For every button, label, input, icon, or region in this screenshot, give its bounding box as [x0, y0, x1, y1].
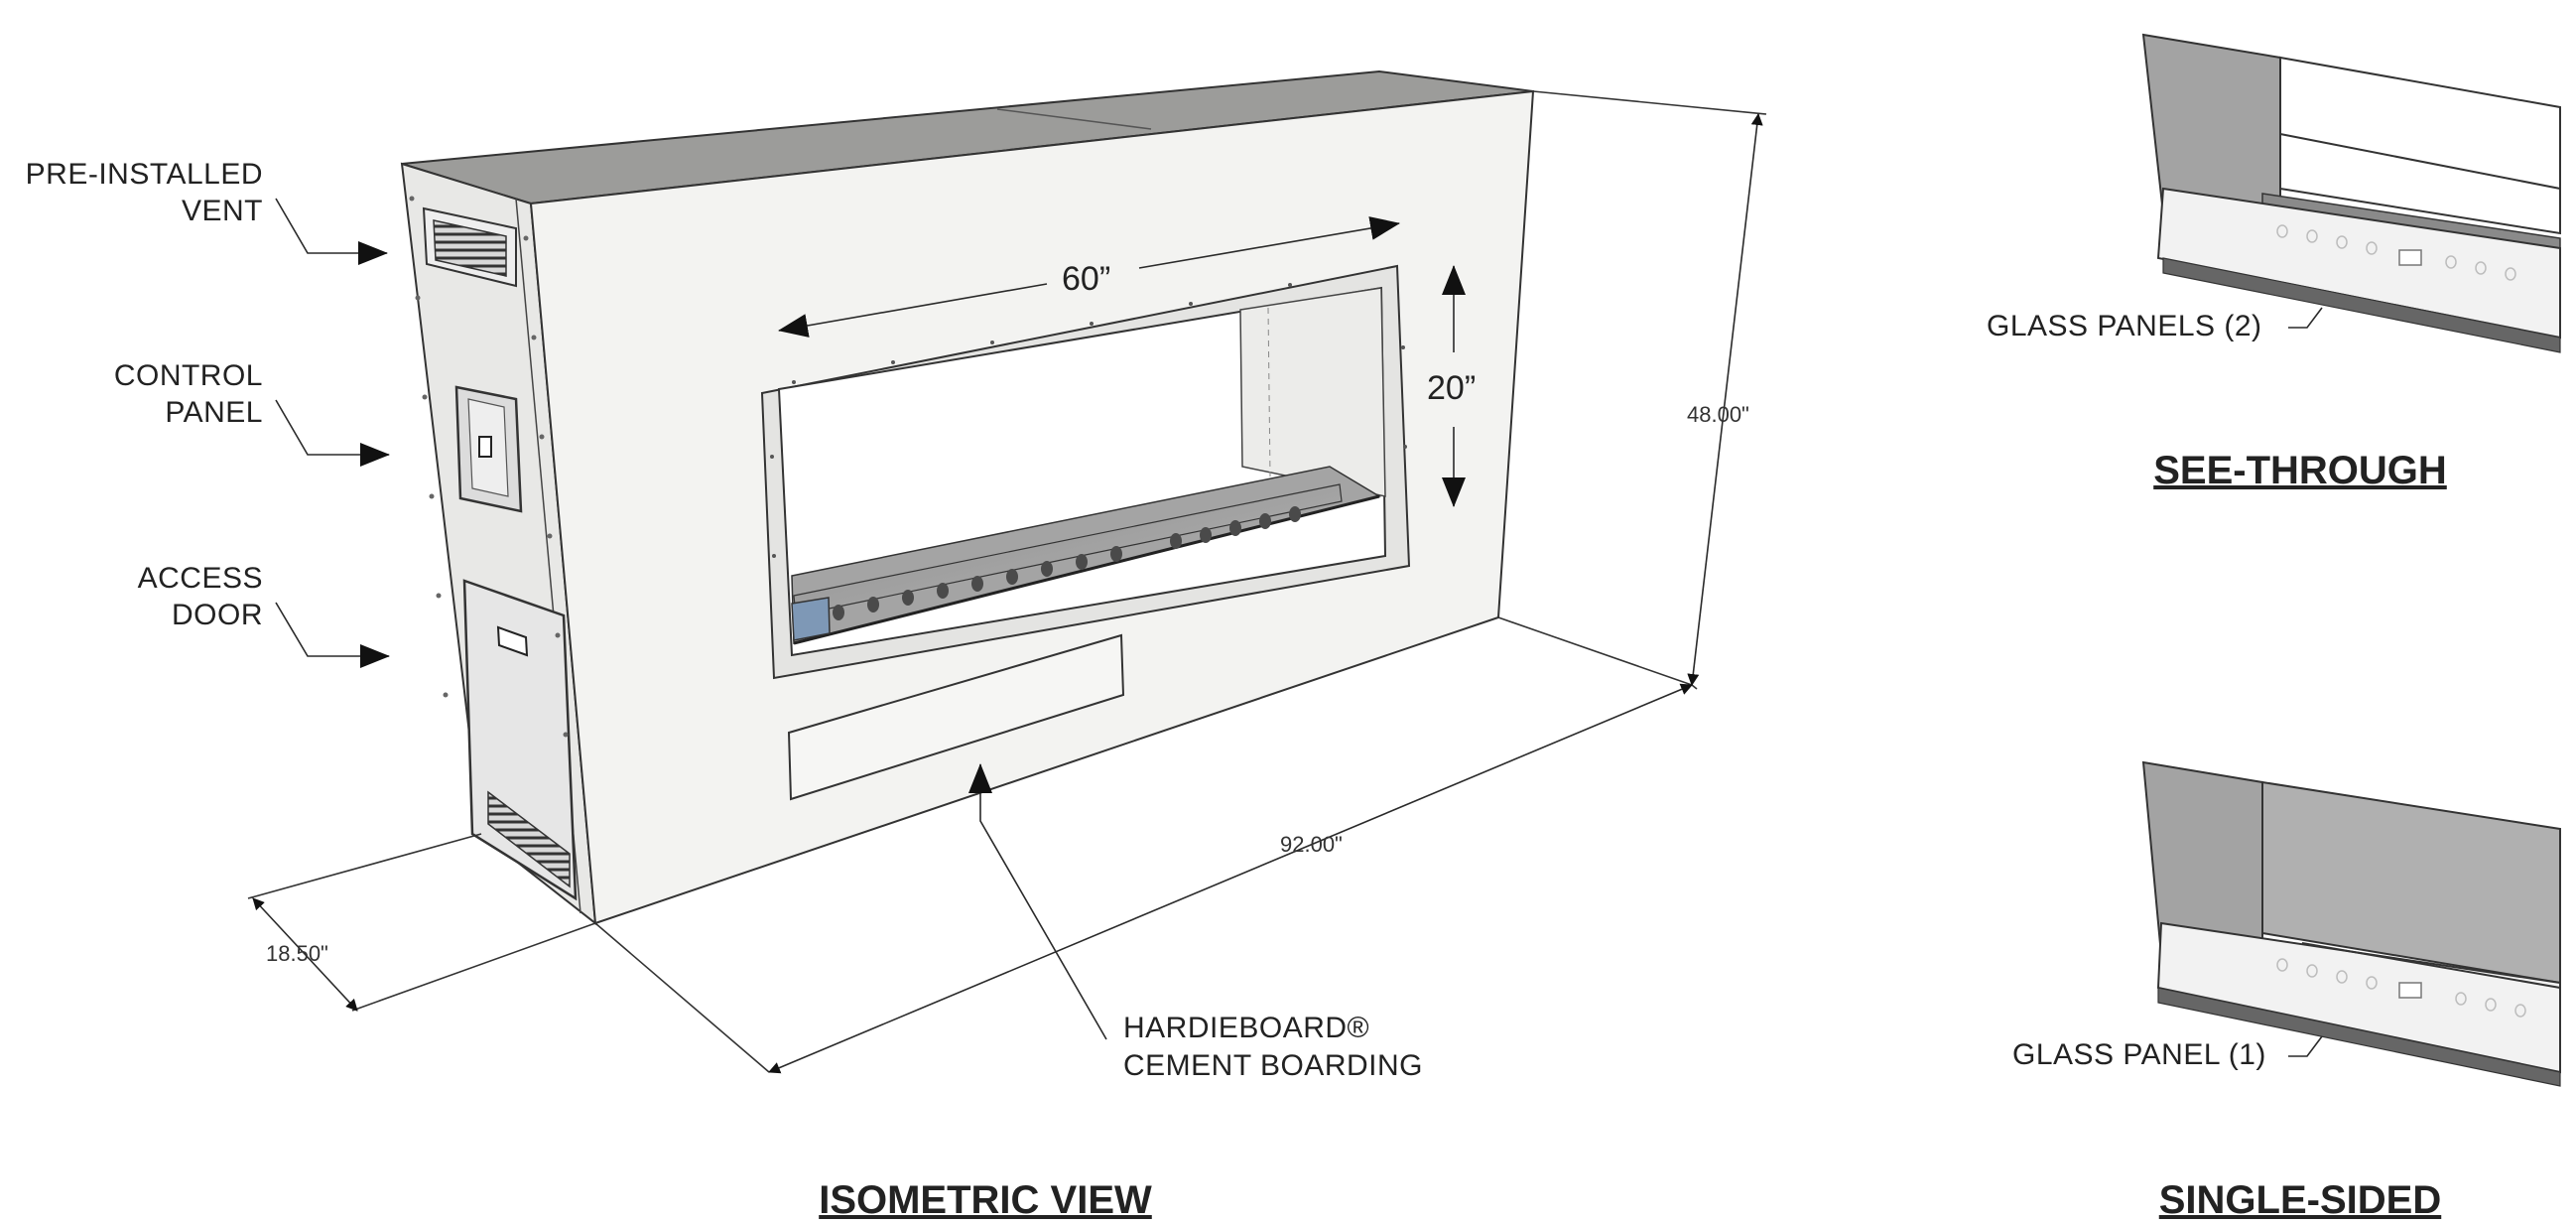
title-single-sided: SINGLE-SIDED [2159, 1178, 2441, 1222]
callout-access: ACCESS DOOR [138, 562, 390, 668]
callout-control-line2: PANEL [165, 396, 263, 429]
burner-ports [833, 506, 1301, 620]
vent-grille [422, 206, 517, 288]
see-through-view: GLASS PANELS (2) [1987, 33, 2561, 353]
burner-control-box [791, 597, 831, 641]
side-screws [409, 196, 569, 738]
frame-screws [770, 283, 1407, 558]
depth-dimension-label: 18.50" [266, 941, 328, 966]
depth-extension-back [247, 833, 482, 899]
opening-height-label: 20” [1427, 369, 1476, 407]
callout-control-line1: CONTROL [114, 359, 263, 392]
opening-width-arrow-left [778, 283, 1048, 338]
callout-control: CONTROL PANEL [114, 359, 390, 467]
depth-dimension-line [252, 897, 358, 1012]
single-sided-view: GLASS PANEL (1) [2012, 760, 2561, 1087]
title-see-through: SEE-THROUGH [2153, 449, 2447, 492]
callout-vent: PRE-INSTALLED VENT [26, 158, 388, 265]
callout-vent-line1: PRE-INSTALLED [26, 158, 263, 191]
callout-hardie-line1: HARDIEBOARD® [1123, 1012, 1369, 1044]
title-isometric-view: ISOMETRIC VIEW [819, 1178, 1152, 1222]
top-face-seam [996, 108, 1152, 130]
height-dimension-label: 48.00" [1687, 402, 1749, 427]
width-dimension-label: 92.00" [1280, 832, 1343, 857]
callout-access-line1: ACCESS [138, 562, 263, 595]
callout-glass-panels-2: GLASS PANELS (2) [1987, 310, 2262, 342]
fireplace-opening [760, 264, 1411, 680]
callout-hardieboard: HARDIEBOARD® CEMENT BOARDING [968, 763, 1423, 1082]
callout-hardie-line2: CEMENT BOARDING [1123, 1049, 1423, 1082]
width-extension-left [594, 922, 770, 1073]
width-dimension-line [768, 683, 1693, 1074]
callout-access-line2: DOOR [172, 599, 263, 631]
width-extension-right [1691, 684, 1698, 690]
bottom-grille [487, 790, 571, 888]
fireplace-isometric: 60” 20” 48.00" 92.00" 18.50" [247, 69, 1767, 1074]
opening-right-wall [1239, 287, 1386, 497]
callout-vent-line2: VENT [182, 195, 263, 227]
height-extension-top [1532, 90, 1767, 115]
opening-width-label: 60” [1062, 260, 1110, 298]
height-extension-bottom [1497, 616, 1693, 686]
height-dimension-line [1687, 113, 1763, 686]
depth-extension-front [351, 922, 596, 1012]
control-panel [454, 385, 523, 513]
callout-glass-panel-1: GLASS PANEL (1) [2012, 1038, 2266, 1071]
opening-width-arrow-right [1138, 216, 1400, 269]
